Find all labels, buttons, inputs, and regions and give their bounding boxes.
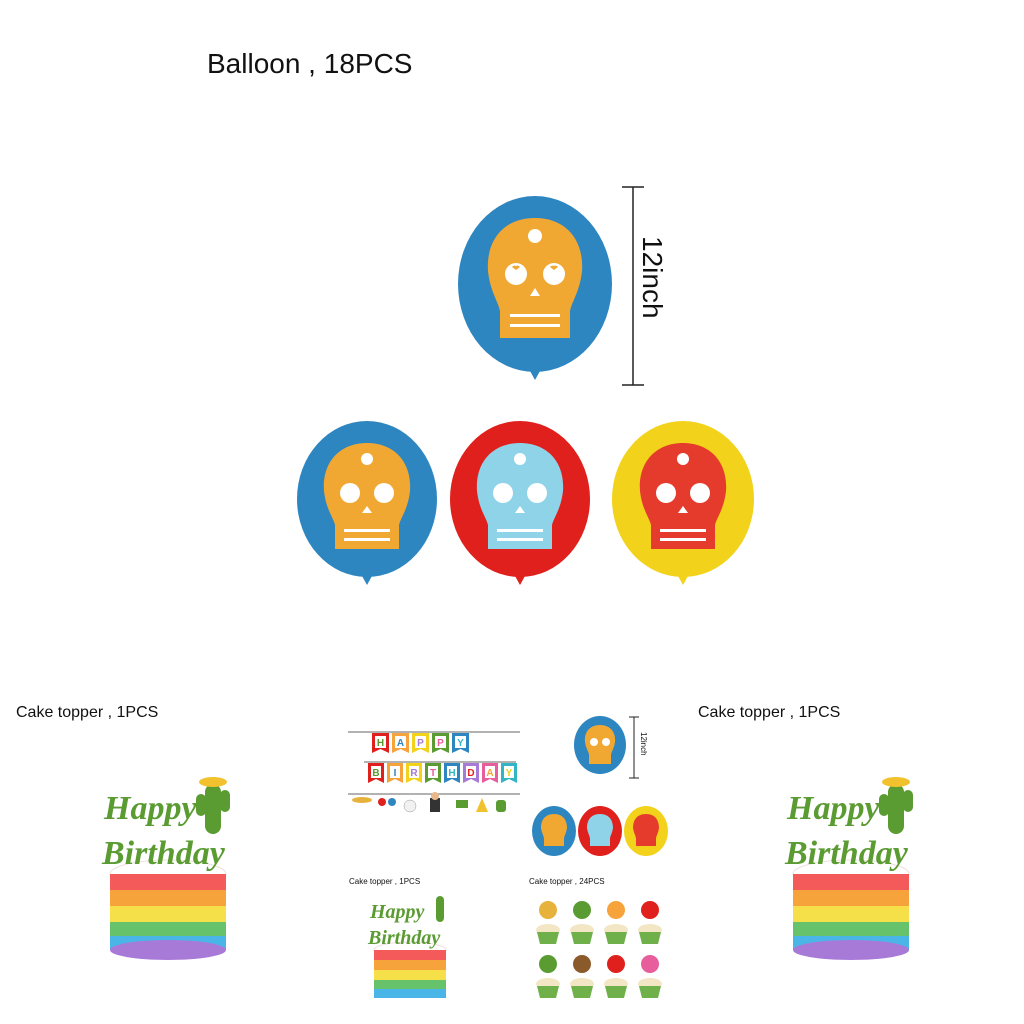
- birthday-banner: H A P P Y B I R T H D A Y: [348, 731, 520, 813]
- small-skull-balloon-red: [578, 806, 622, 856]
- cupcake-base: [639, 932, 661, 944]
- skull-balloon-blue-large: [458, 196, 612, 380]
- rainbow-cake: [109, 859, 227, 960]
- small-skull-balloon-blue: [574, 716, 626, 774]
- sugar-skull-icon: [323, 443, 411, 549]
- cupcake-base: [605, 986, 627, 998]
- right-cake-topper-label: Cake topper , 1PCS: [698, 704, 841, 721]
- banner-letter: D: [467, 768, 474, 779]
- banner-flag-panel: [485, 766, 495, 778]
- mexican-icons-garland: [352, 792, 506, 813]
- cupcake-base: [537, 932, 559, 944]
- banner-flag-panel: [395, 736, 406, 748]
- banner-flag-panel: [435, 736, 446, 748]
- banner-flag-panel: [466, 766, 476, 778]
- cupcake-topper-icon: [539, 901, 557, 919]
- cupcake-topper-icon: [539, 955, 557, 973]
- cupcake-topper-icon: [641, 901, 659, 919]
- left-cake-illustration: Happy Birthday: [101, 777, 230, 960]
- skull-balloon-red: [450, 421, 590, 585]
- banner-flag-panel: [447, 766, 457, 778]
- dimension-label: 12inch: [637, 236, 668, 319]
- banner-flag-panel: [504, 766, 514, 778]
- cupcake-base: [605, 932, 627, 944]
- left-cake-topper-label: Cake topper , 1PCS: [16, 704, 159, 721]
- cupcake-topper-icon: [607, 901, 625, 919]
- banner-letter: P: [437, 738, 444, 749]
- banner-letter: Y: [506, 768, 513, 779]
- banner-letter: A: [397, 738, 404, 749]
- banner-letter: R: [410, 768, 418, 779]
- banner-flag-panel: [455, 736, 466, 748]
- banner-flag-panel: [409, 766, 419, 778]
- topper-birthday-text: Birthday: [784, 835, 909, 872]
- banner-letter: B: [372, 768, 379, 779]
- center-cake-topper-label: Cake topper , 1PCS: [349, 877, 421, 886]
- cupcake-base: [571, 932, 593, 944]
- banner-flag-panel: [428, 766, 438, 778]
- sugar-skull-icon: [639, 443, 727, 549]
- skull-balloon-blue: [297, 421, 437, 585]
- balloon-title: Balloon , 18PCS: [207, 48, 413, 79]
- dimension-line: [622, 186, 644, 386]
- cupcake-topper-icon: [573, 955, 591, 973]
- banner-letter: P: [417, 738, 424, 749]
- cupcake-topper-label: Cake topper , 24PCS: [529, 877, 605, 886]
- banner-flag-panel: [375, 736, 386, 748]
- banner-letter: H: [377, 738, 384, 749]
- banner-letter: I: [394, 768, 397, 779]
- cactus-icon: [196, 777, 230, 834]
- cupcake-topper-icon: [573, 901, 591, 919]
- small-skull-balloon-yellow: [624, 806, 668, 856]
- small-skull-balloon-blue-2: [532, 806, 576, 856]
- center-cake-illustration: Happy Birthday: [367, 896, 447, 998]
- banner-letter: A: [486, 768, 493, 779]
- topper-happy-text: Happy: [786, 790, 880, 827]
- topper-birthday-text: Birthday: [367, 927, 440, 949]
- cupcake-topper-icon: [641, 955, 659, 973]
- skull-balloon-yellow: [612, 421, 754, 585]
- cupcake-toppers-grid: [536, 901, 662, 998]
- banner-flag-panel: [390, 766, 400, 778]
- small-dimension-label: 12inch: [639, 732, 648, 756]
- banner-letter: H: [448, 768, 455, 779]
- cupcake-base: [639, 986, 661, 998]
- sugar-skull-icon: [476, 443, 564, 549]
- banner-flag-panel: [371, 766, 381, 778]
- cupcake-base: [571, 986, 593, 998]
- banner-letter: T: [430, 768, 436, 779]
- topper-birthday-text: Birthday: [101, 835, 226, 872]
- cupcake-base: [537, 986, 559, 998]
- banner-flag-panel: [415, 736, 426, 748]
- topper-happy-text: Happy: [369, 901, 425, 923]
- topper-happy-text: Happy: [103, 790, 197, 827]
- cupcake-topper-icon: [607, 955, 625, 973]
- right-cake-illustration: Happy Birthday: [784, 777, 913, 960]
- rainbow-cake: [792, 859, 910, 960]
- small-dimension-line: [629, 716, 639, 779]
- sugar-skull-icon: [487, 218, 583, 338]
- banner-letter: Y: [457, 738, 464, 749]
- cactus-icon: [879, 777, 913, 834]
